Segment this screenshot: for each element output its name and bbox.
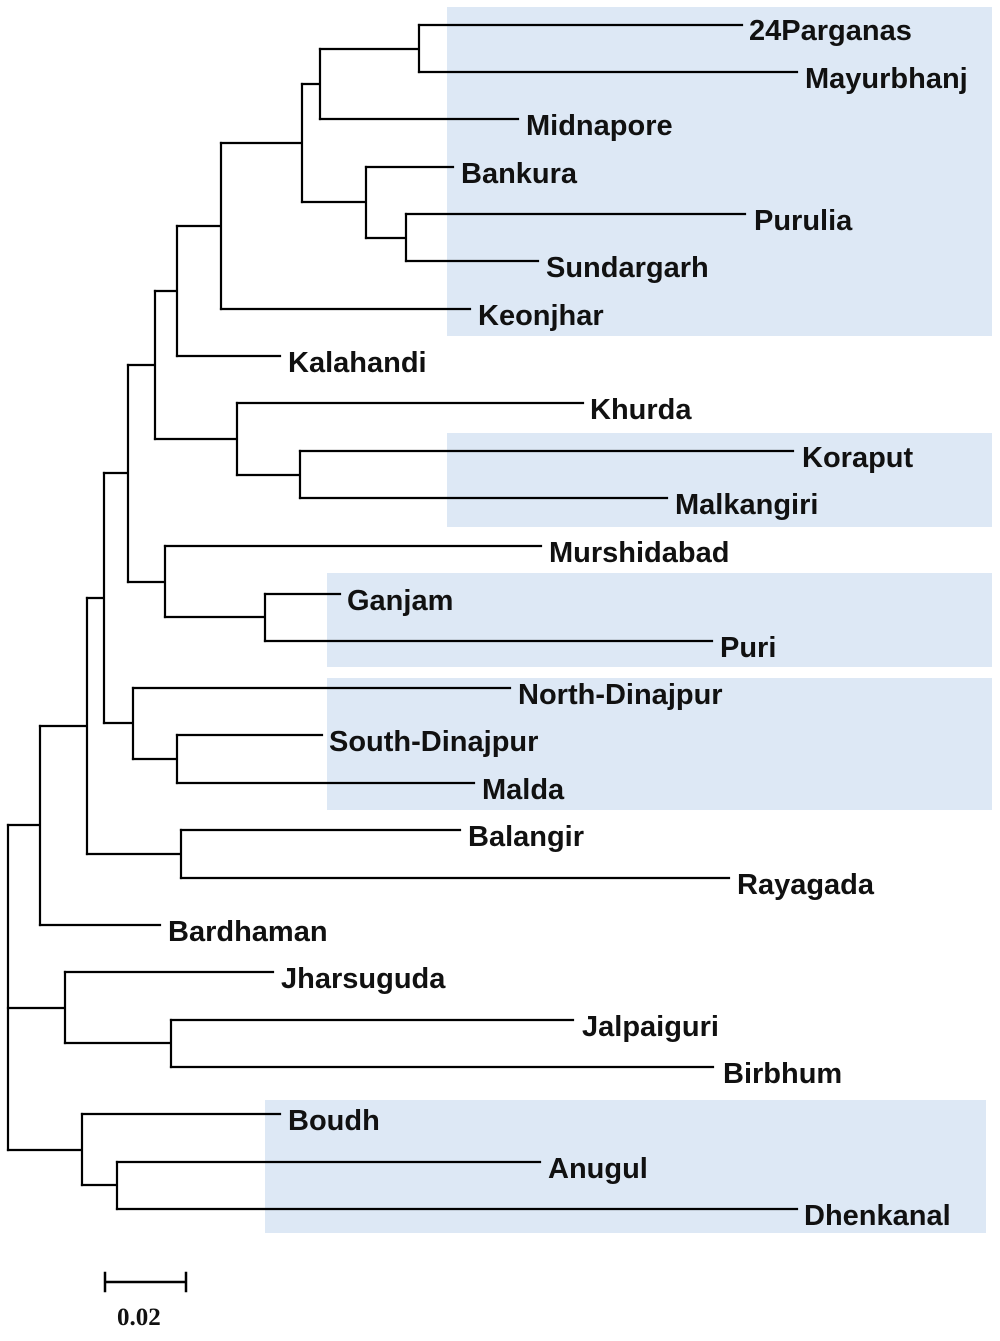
taxon-label: Bardhaman — [168, 916, 328, 948]
internal-branch — [126, 289, 157, 441]
taxon-label: Keonjhar — [478, 300, 604, 332]
taxon-label: Murshidabad — [549, 537, 730, 569]
taxon-label: Rayagada — [737, 869, 875, 901]
scale-bar-label: 0.02 — [117, 1304, 161, 1331]
highlight-box-clade-3 — [327, 573, 992, 667]
highlight-box-clade-2 — [447, 433, 992, 527]
taxon-label: Birbhum — [723, 1058, 843, 1090]
internal-branch — [63, 1018, 173, 1069]
highlight-box-clade-5 — [265, 1100, 986, 1233]
taxon-label: Malda — [482, 774, 565, 806]
taxon-label: Balangir — [468, 821, 585, 853]
internal-branch — [102, 363, 130, 584]
taxon-label: Bankura — [461, 158, 578, 190]
taxon-label: Puri — [720, 632, 777, 664]
taxon-label: Jharsuguda — [281, 963, 446, 995]
internal-branch — [153, 224, 179, 358]
internal-branch — [126, 544, 167, 619]
taxon-label: Purulia — [754, 205, 853, 237]
internal-branch — [6, 1112, 84, 1187]
taxon-label: Mayurbhanj — [805, 63, 968, 95]
scale-bar — [103, 1271, 188, 1293]
taxon-label: Khurda — [590, 394, 692, 426]
internal-branch — [300, 47, 322, 121]
internal-branch — [6, 724, 42, 927]
taxon-label: North-Dinajpur — [518, 679, 723, 711]
internal-branch — [85, 471, 106, 725]
internal-branch — [318, 23, 421, 74]
taxon-label: Koraput — [802, 442, 914, 474]
internal-branch — [85, 828, 183, 880]
highlight-box-clade-1 — [447, 7, 992, 336]
taxon-label: South-Dinajpur — [329, 726, 539, 758]
internal-branch — [235, 449, 302, 500]
internal-branch — [153, 401, 239, 477]
taxon-label: Jalpaiguri — [582, 1011, 719, 1043]
taxon-label: Midnapore — [526, 110, 673, 142]
taxon-label: Boudh — [288, 1105, 380, 1137]
taxon-label: Ganjam — [347, 585, 454, 617]
internal-branch — [131, 733, 179, 785]
internal-branch — [175, 141, 223, 311]
taxon-label: Malkangiri — [675, 489, 819, 521]
highlight-box-clade-4 — [327, 678, 992, 810]
taxon-label: Dhenkanal — [804, 1200, 951, 1232]
taxon-label: Kalahandi — [288, 347, 427, 379]
taxon-label: Sundargarh — [546, 252, 709, 284]
internal-branch — [6, 970, 67, 1045]
internal-branch — [102, 686, 135, 761]
taxon-label: 24Parganas — [749, 15, 912, 47]
internal-branch — [38, 596, 89, 856]
internal-branch — [219, 82, 304, 204]
highlight-layer — [265, 7, 992, 1233]
taxon-label: Anugul — [548, 1153, 648, 1185]
internal-branch — [300, 165, 368, 240]
internal-branch — [163, 592, 267, 643]
internal-branch — [364, 212, 408, 263]
internal-branch — [80, 1160, 119, 1211]
branch-layer — [6, 23, 799, 1293]
